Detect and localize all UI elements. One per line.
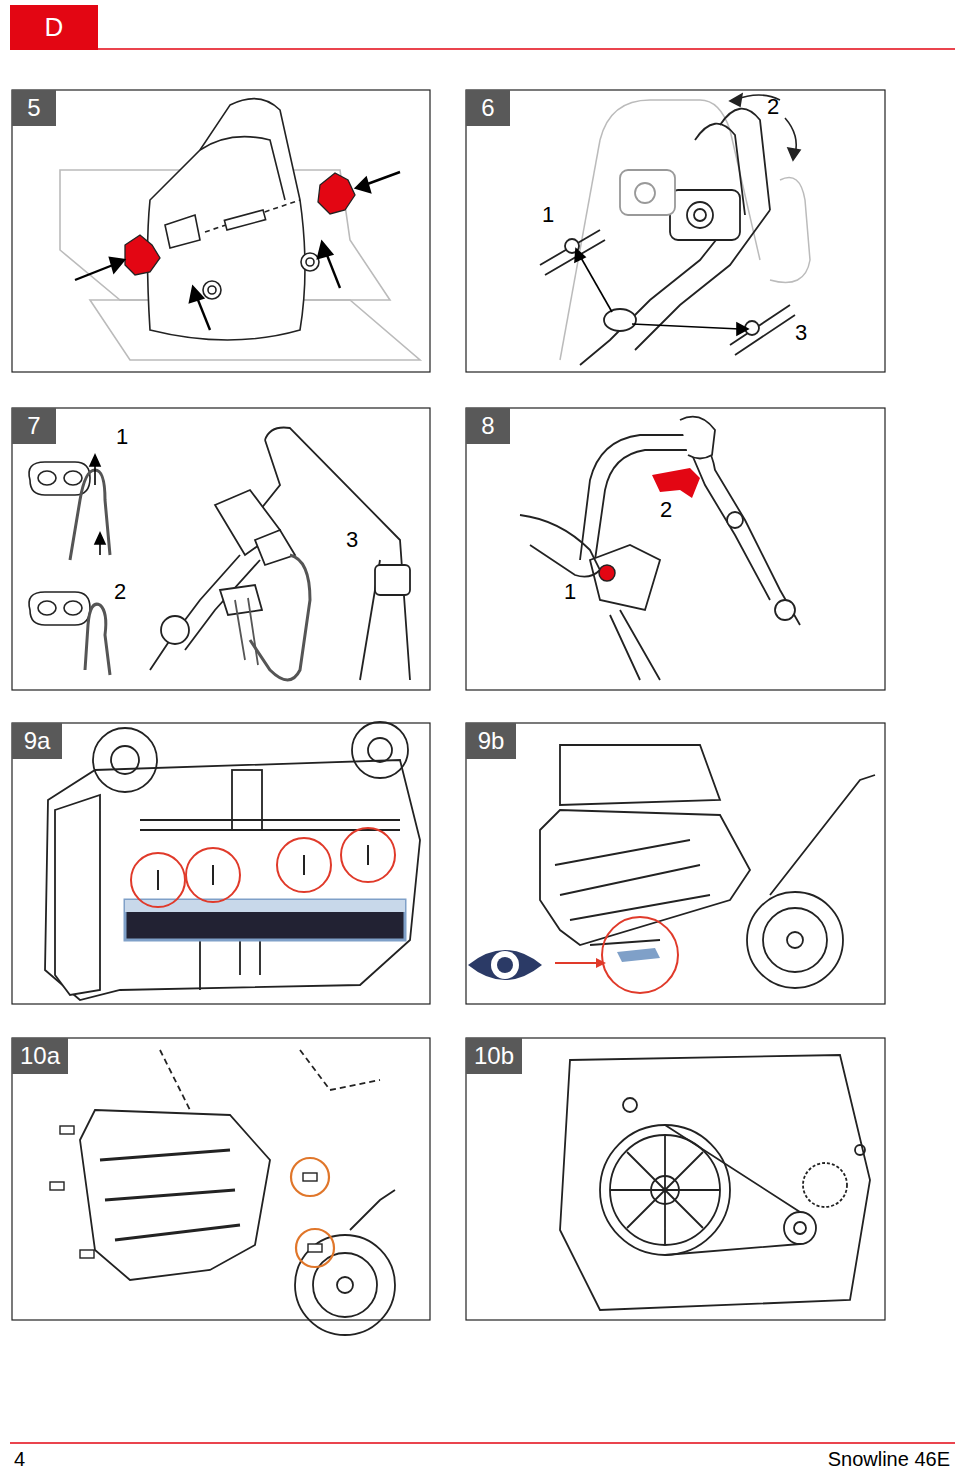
callout-number: 1: [564, 579, 576, 605]
figure-label: 10a: [20, 1042, 60, 1070]
callout-number: 2: [767, 94, 779, 120]
section-tab: D: [10, 5, 98, 50]
figure-number: 6: [466, 90, 510, 126]
callout-number: 1: [542, 202, 554, 228]
figure-label: D: [45, 12, 64, 43]
callout-number: 3: [346, 527, 358, 553]
figure-number: 9b: [466, 723, 516, 759]
figure-number: 10a: [12, 1038, 68, 1074]
figure-number: 8: [466, 408, 510, 444]
figure-number: 5: [12, 90, 56, 126]
figure-number: 9a: [12, 723, 62, 759]
figure-number: 10b: [466, 1038, 522, 1074]
figure-label: 9b: [478, 727, 505, 755]
product-name: Snowline 46E: [828, 1448, 950, 1469]
callout-number: 2: [114, 579, 126, 605]
callout-number: 2: [660, 497, 672, 523]
figure-label: 8: [481, 412, 494, 440]
page-number: 4: [14, 1448, 25, 1469]
figure-label: 10b: [474, 1042, 514, 1070]
figure-label: 7: [27, 412, 40, 440]
figure-label: 9a: [24, 727, 51, 755]
figure-label: 5: [27, 94, 40, 122]
callout-number: 3: [795, 320, 807, 346]
figure-label: 6: [481, 94, 494, 122]
figure-number: 7: [12, 408, 56, 444]
callout-number: 1: [116, 424, 128, 450]
